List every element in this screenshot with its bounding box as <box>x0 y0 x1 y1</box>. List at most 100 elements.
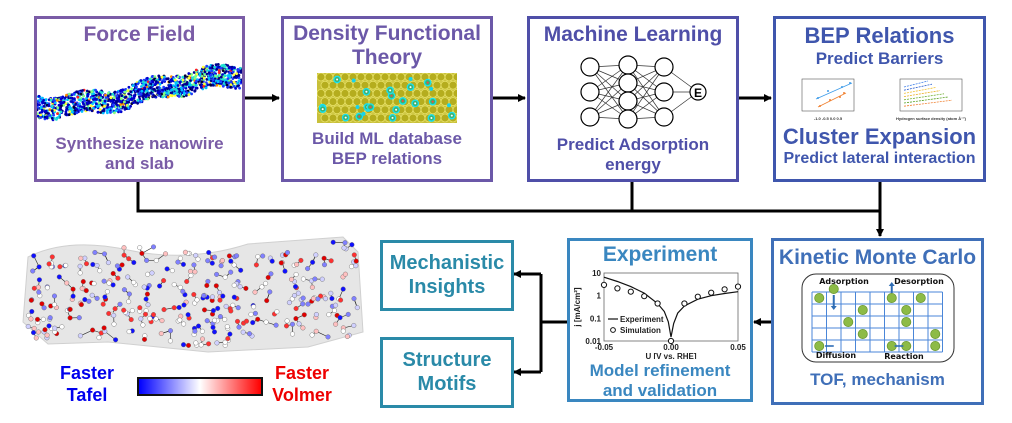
site-node <box>298 257 304 263</box>
bep-volmer-line <box>817 92 847 108</box>
nanowire-atom <box>141 95 145 99</box>
site-node <box>131 260 137 266</box>
nanowire-atom <box>94 102 98 105</box>
site-node <box>94 263 100 269</box>
nanowire-atom <box>59 97 63 101</box>
nanowire-atom <box>201 65 205 69</box>
nanowire-atom <box>162 91 166 95</box>
legend-volmer-line1: Faster <box>274 363 330 383</box>
metal-atom <box>352 97 362 107</box>
nanowire-atom <box>65 93 68 97</box>
site-node <box>177 317 183 323</box>
metal-atom <box>328 97 338 107</box>
connector-ff-down <box>136 181 880 213</box>
bep-title: BEP Relations <box>804 23 955 48</box>
nanowire-atom <box>172 92 176 95</box>
site-node <box>231 262 237 268</box>
site-node <box>39 301 45 307</box>
site-node <box>171 305 177 311</box>
site-node <box>284 323 290 329</box>
nanowire-atom <box>174 87 178 91</box>
site-node <box>25 323 31 329</box>
nn-node <box>618 73 638 93</box>
bep-subtitle: Predict Barriers <box>815 49 944 68</box>
site-node <box>180 261 186 267</box>
nanowire-atom <box>153 83 156 86</box>
site-node <box>211 329 217 335</box>
bep-point <box>829 99 831 101</box>
metal-atom <box>416 80 426 90</box>
metal-atom <box>324 73 334 82</box>
nanowire-atom <box>187 72 191 75</box>
nanowire-atom <box>239 71 242 74</box>
nanowire-atom <box>56 106 60 110</box>
site-node <box>325 334 331 340</box>
site-node <box>252 289 258 295</box>
adsorption-arrowhead <box>830 306 837 310</box>
nanowire-atom <box>109 99 113 103</box>
adsorbate-core <box>369 106 372 109</box>
site-node <box>230 302 236 308</box>
adsorbate-core <box>414 102 417 105</box>
site-node <box>321 255 327 261</box>
nanowire-atom <box>139 79 143 82</box>
site-node <box>231 294 237 300</box>
site-node <box>285 250 291 256</box>
site-node <box>181 302 187 308</box>
nanowire-atom <box>155 86 159 90</box>
site-node <box>51 302 57 308</box>
nanowire-atom <box>94 88 97 92</box>
experiment-title: Experiment <box>602 243 718 266</box>
metal-atom <box>444 88 454 98</box>
metal-atom <box>336 97 346 107</box>
nanowire-atom <box>209 66 212 70</box>
dft-subtitle-1: Build ML database <box>312 129 462 148</box>
nanowire-atom <box>129 90 133 93</box>
mechanistic-line2: Insights <box>408 276 486 298</box>
nanowire-atom <box>189 79 192 83</box>
site-node <box>214 271 220 277</box>
site-node <box>49 254 55 260</box>
site-node <box>115 275 121 281</box>
site-node <box>290 331 296 337</box>
site-node <box>77 333 83 339</box>
nanowire-atom <box>113 90 117 94</box>
nanowire-atom <box>58 113 61 117</box>
site-node <box>83 261 89 267</box>
site-node <box>193 252 199 258</box>
nanowire-atom <box>177 95 181 98</box>
nanowire-atom <box>142 82 146 86</box>
x-tick-label: 0.00 <box>663 343 679 352</box>
nanowire-atom <box>237 68 240 72</box>
bep-point <box>839 96 841 98</box>
site-node <box>92 250 98 256</box>
metal-atom <box>320 80 330 90</box>
site-node <box>296 321 302 327</box>
site-node <box>176 304 182 310</box>
nanowire-atom <box>75 111 79 115</box>
site-node <box>342 240 348 246</box>
nanowire-atom <box>213 65 217 69</box>
nanowire-atom <box>235 72 239 75</box>
site-node <box>243 285 249 291</box>
site-node <box>150 312 156 318</box>
metal-atom <box>400 113 410 123</box>
site-node <box>91 281 97 287</box>
nanowire-atom <box>140 89 144 93</box>
site-node <box>212 317 218 323</box>
site-node <box>353 263 359 269</box>
experiment-subtitle-1: Model refinement <box>589 361 731 380</box>
nanowire-atom <box>149 91 152 95</box>
site-node <box>253 262 259 268</box>
bep-box: BEP Relations Predict Barriers -1.0 -0.5… <box>773 16 986 182</box>
nanowire-atom <box>210 69 214 73</box>
nanowire-atom <box>88 107 92 110</box>
bep-point <box>843 92 845 94</box>
x-tick-label: -0.05 <box>595 343 614 352</box>
nanowire-atom <box>232 80 236 84</box>
nanowire-atom <box>182 91 186 95</box>
site-node <box>294 262 300 268</box>
site-node <box>52 293 58 299</box>
site-node <box>301 312 307 318</box>
nanowire-atom <box>183 74 187 78</box>
